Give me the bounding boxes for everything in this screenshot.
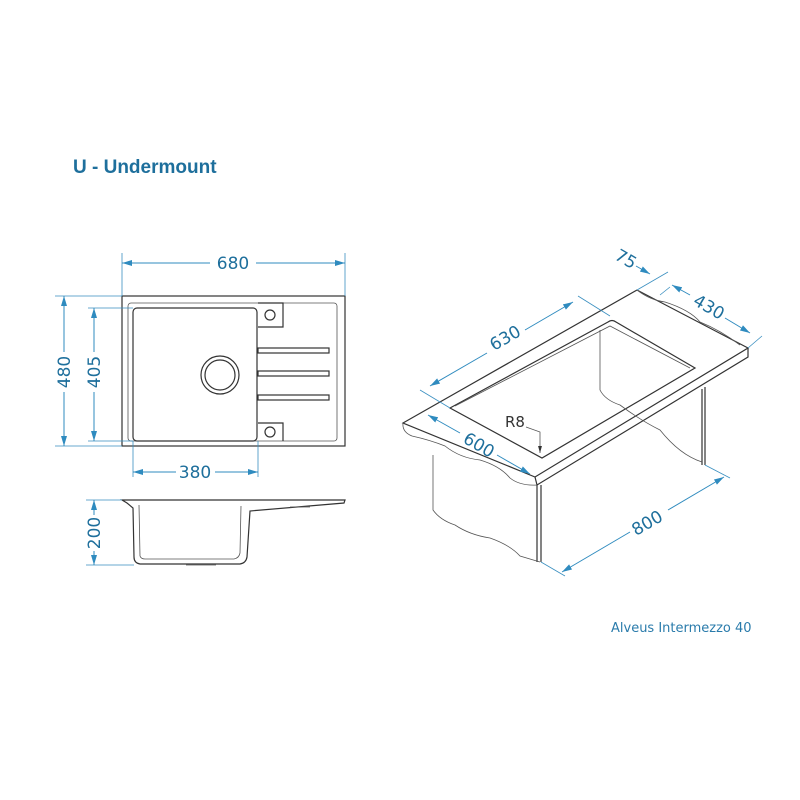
dim-r8: R8 <box>505 413 525 431</box>
sink-section <box>119 499 346 565</box>
sink-outline <box>121 295 346 447</box>
drain-inner <box>204 359 236 391</box>
dim-depth: 480 <box>55 356 75 388</box>
dim-bowl-width: 380 <box>179 463 211 483</box>
overflow-box <box>258 422 284 441</box>
dim-630: 630 <box>486 322 524 356</box>
dim-width: 680 <box>217 254 249 274</box>
iso-view: 630 600 75 430 R8 800 <box>401 246 763 577</box>
tap-hole <box>264 309 276 321</box>
drain-icon <box>200 355 240 395</box>
top-view: 680 480 405 380 <box>55 253 346 483</box>
bowl <box>132 307 258 442</box>
drainer-groove <box>257 394 330 401</box>
tap-hole-box <box>258 302 284 328</box>
dim-600: 600 <box>459 429 497 463</box>
dim-430: 430 <box>689 291 727 325</box>
overflow-hole <box>264 426 276 438</box>
dim-75: 75 <box>611 246 640 274</box>
model-name: Alveus Intermezzo 40 <box>611 621 752 636</box>
sink-rim <box>127 302 338 442</box>
drainer-groove <box>257 370 330 377</box>
drainer-groove <box>257 347 330 354</box>
dim-bowl-depth: 405 <box>85 356 105 388</box>
dim-800: 800 <box>628 507 666 541</box>
page-title: U - Undermount <box>73 157 217 178</box>
side-view: 200 <box>85 499 346 566</box>
sink-opening <box>448 319 697 459</box>
dim-height: 200 <box>85 517 105 549</box>
